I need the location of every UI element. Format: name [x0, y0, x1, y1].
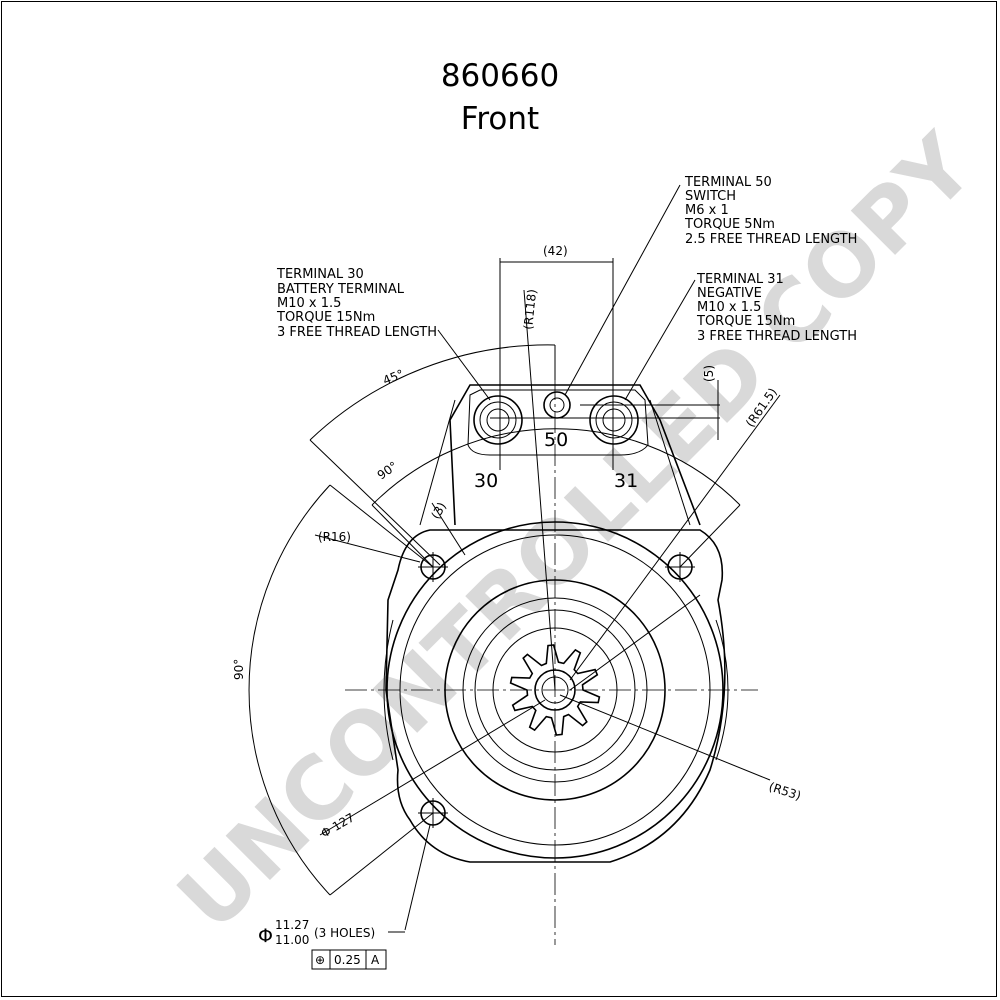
angle-90-top-arc	[371, 428, 741, 506]
svg-text:NEGATIVE: NEGATIVE	[697, 286, 762, 301]
svg-text:M10 x 1.5: M10 x 1.5	[277, 296, 341, 311]
terminal-30-number: 30	[474, 470, 498, 492]
angle-90-left-arc	[248, 484, 331, 896]
nose-ring	[444, 579, 666, 801]
pinion-gear	[509, 644, 601, 736]
terminal-31-callout: TERMINAL 31 NEGATIVE M10 x 1.5 TORQUE 15…	[696, 272, 857, 344]
watermark: UNCONTROLLED COPY	[159, 115, 994, 950]
svg-text:A: A	[371, 953, 380, 967]
svg-text:TERMINAL 30: TERMINAL 30	[276, 267, 364, 282]
svg-text:BATTERY TERMINAL: BATTERY TERMINAL	[277, 282, 405, 297]
svg-text:TORQUE 15Nm: TORQUE 15Nm	[276, 310, 375, 325]
terminal-30-callout: TERMINAL 30 BATTERY TERMINAL M10 x 1.5 T…	[276, 267, 437, 340]
part-number: 860660	[440, 58, 560, 94]
terminal-50-number: 50	[544, 429, 568, 451]
svg-text:M10 x 1.5: M10 x 1.5	[697, 300, 761, 315]
svg-text:SWITCH: SWITCH	[685, 189, 736, 204]
dim-r53: (R53)	[767, 780, 803, 804]
dim-r118: (R118)	[521, 288, 539, 330]
dim-angle-90-left: 90°	[232, 659, 246, 680]
svg-text:(3 HOLES): (3 HOLES)	[314, 926, 375, 940]
svg-text:3 FREE THREAD LENGTH: 3 FREE THREAD LENGTH	[277, 325, 437, 340]
svg-text:⊕: ⊕	[315, 953, 325, 967]
housing-outer-ring	[386, 521, 724, 859]
dim-r16: (R16)	[318, 530, 351, 544]
svg-text:TERMINAL 50: TERMINAL 50	[684, 175, 772, 190]
terminal-50-stud	[543, 391, 571, 419]
svg-text:M6 x 1: M6 x 1	[685, 203, 729, 218]
terminal-30-stud	[473, 395, 523, 445]
svg-text:11.27: 11.27	[275, 918, 309, 932]
dim-angle-90-top: 90°	[375, 459, 400, 483]
terminal-block	[467, 389, 649, 456]
svg-text:Φ: Φ	[258, 925, 273, 947]
terminal-50-callout: TERMINAL 50 SWITCH M6 x 1 TORQUE 5Nm 2.5…	[684, 175, 857, 247]
solenoid-cap	[449, 384, 701, 526]
svg-text:2.5 FREE THREAD LENGTH: 2.5 FREE THREAD LENGTH	[685, 232, 857, 247]
terminal-31-stud	[589, 395, 639, 445]
svg-text:TORQUE 5Nm: TORQUE 5Nm	[684, 217, 775, 232]
dim-angle-45: 45°	[381, 367, 406, 388]
dim-42: (42)	[543, 244, 568, 258]
angle-45-arc	[309, 344, 556, 441]
position-tolerance-frame: ⊕ 0.25 A	[311, 949, 387, 970]
pinion-teeth	[509, 644, 601, 736]
svg-text:TERMINAL 31: TERMINAL 31	[696, 272, 784, 287]
mounting-flange	[385, 529, 726, 863]
svg-text:11.00: 11.00	[275, 933, 309, 947]
svg-text:3 FREE THREAD LENGTH: 3 FREE THREAD LENGTH	[697, 329, 857, 344]
svg-text:TORQUE 15Nm: TORQUE 15Nm	[696, 314, 795, 329]
dim-5: (5)	[702, 365, 716, 382]
terminal-31-number: 31	[614, 470, 638, 492]
svg-text:0.25: 0.25	[334, 953, 361, 967]
dim-3: (3)	[428, 500, 449, 522]
leader-lines	[309, 184, 781, 933]
view-title: Front	[460, 101, 540, 137]
hole-callout: Φ 11.27 11.00 (3 HOLES)	[258, 918, 375, 947]
